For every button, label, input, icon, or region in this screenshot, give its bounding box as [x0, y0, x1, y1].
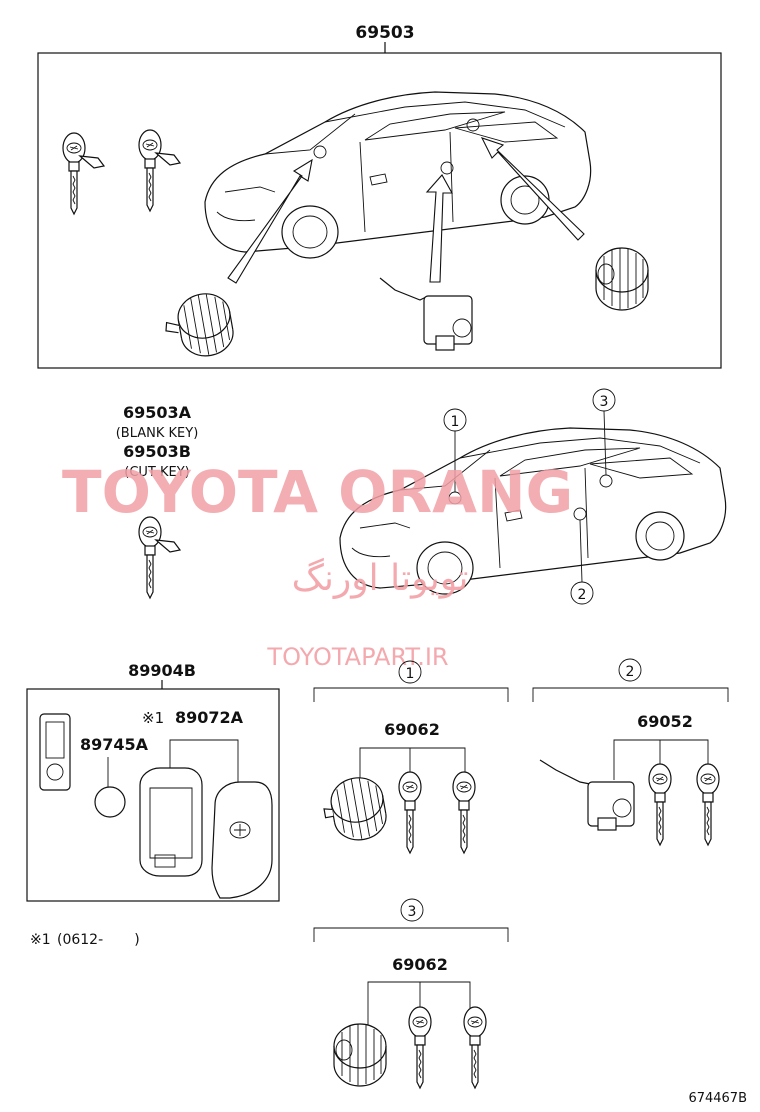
- glovebox-cylinder-top: [595, 247, 649, 311]
- group-2-bracket: [532, 687, 729, 702]
- label-69503A: 69503A: [123, 403, 192, 422]
- key-1-top: [62, 132, 106, 215]
- footnote-mark: ※1: [30, 932, 51, 948]
- arrow-to-ignition: [227, 158, 313, 284]
- callout-2-leader: [579, 519, 583, 583]
- marker-top-c: [466, 118, 480, 132]
- group-3-callout: 3: [408, 904, 417, 920]
- key-g1-b: [452, 771, 476, 854]
- group-3-circle: [400, 898, 424, 922]
- leader-group3: [367, 981, 471, 1030]
- case-mark: ※1: [142, 709, 164, 727]
- ignition-cylinder-top: [165, 289, 238, 361]
- group-1-callout: 1: [406, 666, 415, 682]
- key-g2-b: [696, 763, 720, 846]
- arrow-to-glovebox: [480, 137, 585, 241]
- callout-2: 2: [578, 587, 587, 603]
- label-69503B: 69503B: [123, 442, 191, 461]
- callout-3: 3: [600, 394, 609, 410]
- watermark-site: TOYOTAPART.IR: [266, 643, 448, 671]
- key-g2-a: [648, 763, 672, 846]
- label-89904B: 89904B: [128, 661, 196, 680]
- label-89072A: 89072A: [175, 708, 244, 727]
- label-group1-69062: 69062: [384, 720, 440, 739]
- figure-id: 674467B: [688, 1091, 747, 1106]
- emergency-key-insert: [39, 713, 71, 791]
- callout-3-leader: [603, 410, 607, 476]
- smart-key-frame: [26, 688, 280, 902]
- smart-key-case: [139, 767, 203, 877]
- group-1-circle: [398, 660, 422, 684]
- glovebox-cylinder-g3: [333, 1023, 387, 1087]
- leader-group2: [613, 739, 709, 780]
- label-group2-69052: 69052: [637, 712, 693, 731]
- leader-group1: [359, 747, 466, 790]
- door-lock-cylinder-top: [379, 277, 473, 351]
- door-lock-cylinder-g2: [539, 759, 635, 831]
- label-group3-69062: 69062: [392, 955, 448, 974]
- group-1-bracket: [313, 687, 509, 702]
- key-g3-a: [408, 1006, 432, 1089]
- key-g1-a: [398, 771, 422, 854]
- arrow-to-door: [425, 174, 453, 283]
- marker-top-b: [440, 161, 454, 175]
- label-blank-key: (BLANK KEY): [116, 426, 199, 441]
- key-blank-cut: [138, 516, 182, 599]
- battery-coin: [94, 786, 126, 818]
- label-69503: 69503: [355, 23, 414, 43]
- group-3-bracket: [313, 927, 509, 942]
- leader-89072A: [169, 739, 239, 790]
- ignition-cylinder-g1: [323, 773, 391, 845]
- assembly-frame-69503: [37, 52, 722, 369]
- group-2-circle: [618, 658, 642, 682]
- label-cut-key: (CUT KEY): [124, 465, 190, 480]
- callout-1: 1: [451, 414, 460, 430]
- marker-top-a: [313, 145, 327, 159]
- watermark-main: TOYOTA ORANG: [62, 458, 573, 526]
- key-g3-b: [463, 1006, 487, 1089]
- label-89745A: 89745A: [80, 735, 149, 754]
- key-2-top: [138, 129, 182, 212]
- footnote-range: (0612- ): [57, 932, 140, 948]
- watermark-persian: تویوتا اورنگ: [292, 557, 469, 599]
- group-2-callout: 2: [626, 664, 635, 680]
- smart-key-remote: [211, 781, 273, 899]
